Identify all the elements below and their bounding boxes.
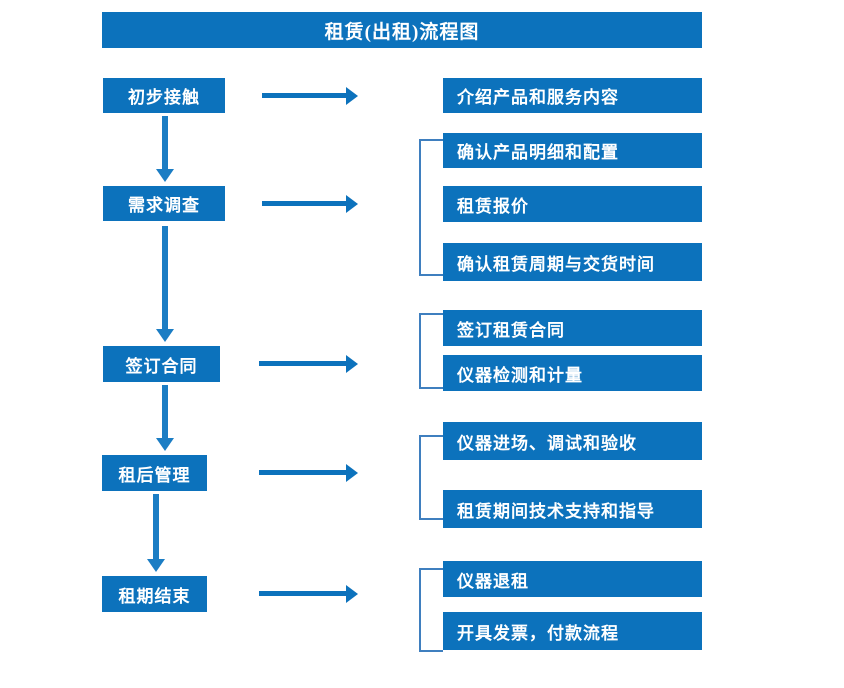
arrow-head-down-icon xyxy=(156,169,174,182)
stage-down-arrow-0 xyxy=(156,116,174,182)
link-right-arrow-4 xyxy=(259,585,358,603)
page-title: 租赁(出租)流程图 xyxy=(102,12,702,48)
detail-box-3-0[interactable]: 仪器进场、调试和验收 xyxy=(443,422,702,460)
arrow-head-down-icon xyxy=(156,438,174,451)
arrow-head-down-icon xyxy=(156,329,174,342)
link-right-arrow-2 xyxy=(259,355,358,373)
arrow-head-down-icon xyxy=(147,559,165,572)
arrow-head-right-icon xyxy=(346,355,358,373)
arrow-head-right-icon xyxy=(346,585,358,603)
link-right-arrow-1 xyxy=(262,195,358,213)
arrow-shaft xyxy=(262,201,346,206)
arrow-shaft xyxy=(259,361,346,366)
group-bracket-1 xyxy=(419,139,443,276)
arrow-shaft xyxy=(153,494,159,559)
arrow-head-right-icon xyxy=(346,195,358,213)
detail-box-0-0[interactable]: 介绍产品和服务内容 xyxy=(443,78,702,113)
detail-box-1-2[interactable]: 确认租赁周期与交货时间 xyxy=(443,243,702,281)
detail-box-2-1[interactable]: 仪器检测和计量 xyxy=(443,355,702,391)
group-bracket-3 xyxy=(419,435,443,520)
stage-box-2[interactable]: 签订合同 xyxy=(103,346,220,382)
detail-box-4-0[interactable]: 仪器退租 xyxy=(443,561,702,597)
stage-down-arrow-2 xyxy=(156,385,174,451)
stage-box-4[interactable]: 租期结束 xyxy=(102,576,207,612)
detail-box-2-0[interactable]: 签订租赁合同 xyxy=(443,310,702,346)
detail-box-1-1[interactable]: 租赁报价 xyxy=(443,186,702,222)
link-right-arrow-3 xyxy=(259,464,358,482)
arrow-head-right-icon xyxy=(346,464,358,482)
arrow-shaft xyxy=(259,470,346,475)
arrow-shaft xyxy=(162,116,168,169)
group-bracket-2 xyxy=(419,313,443,389)
arrow-head-right-icon xyxy=(346,87,358,105)
detail-box-3-1[interactable]: 租赁期间技术支持和指导 xyxy=(443,490,702,528)
arrow-shaft xyxy=(162,226,168,329)
stage-down-arrow-1 xyxy=(156,226,174,342)
stage-box-3[interactable]: 租后管理 xyxy=(102,455,207,491)
detail-box-1-0[interactable]: 确认产品明细和配置 xyxy=(443,133,702,168)
stage-box-1[interactable]: 需求调查 xyxy=(103,186,225,221)
stage-down-arrow-3 xyxy=(147,494,165,572)
arrow-shaft xyxy=(259,591,346,596)
arrow-shaft xyxy=(262,93,346,98)
group-bracket-4 xyxy=(419,568,443,652)
arrow-shaft xyxy=(162,385,168,438)
stage-box-0[interactable]: 初步接触 xyxy=(103,78,225,113)
link-right-arrow-0 xyxy=(262,87,358,105)
detail-box-4-1[interactable]: 开具发票，付款流程 xyxy=(443,612,702,650)
